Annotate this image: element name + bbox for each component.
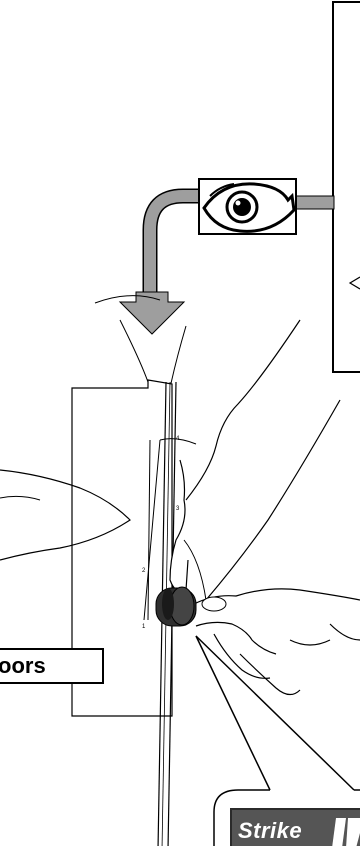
adjusting-hand bbox=[194, 589, 360, 695]
callout-panel-top-right bbox=[333, 2, 360, 372]
brand-name: Strike bbox=[238, 818, 302, 844]
holding-hand bbox=[170, 320, 340, 600]
down-arrow-icon bbox=[120, 292, 184, 334]
brand-logo-icon bbox=[324, 816, 360, 846]
callout-label-text: oors bbox=[0, 654, 46, 678]
eye-icon bbox=[199, 179, 296, 234]
depth-marker-3: 3 bbox=[176, 506, 180, 512]
connector-device bbox=[156, 587, 196, 626]
callout-label-box: oors bbox=[0, 648, 104, 684]
brand-badge: Strike bbox=[230, 808, 360, 846]
